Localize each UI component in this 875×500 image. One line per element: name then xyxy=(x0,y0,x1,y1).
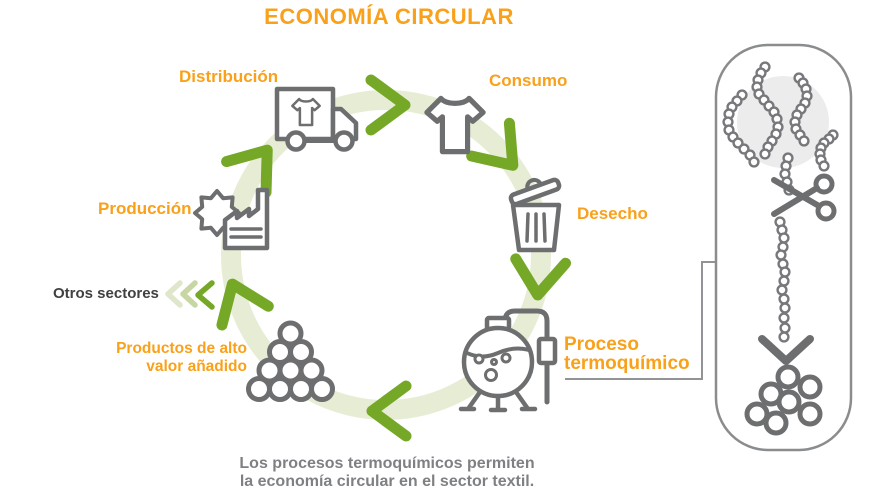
flow-chevron-left xyxy=(216,278,274,331)
branch-chevron-middle xyxy=(180,280,198,308)
stage-label-proceso-termoquimico: Proceso termoquímico xyxy=(564,334,690,374)
flow-chevron-right-upper xyxy=(466,117,519,171)
branch-chevron-outer xyxy=(165,280,183,308)
delivery-truck-icon xyxy=(274,86,359,152)
pellets-icon xyxy=(744,364,823,436)
page-title: ECONOMÍA CIRCULAR xyxy=(264,4,514,29)
flow-chevron-right-lower xyxy=(510,253,572,301)
stage-label-desecho: Desecho xyxy=(577,204,648,223)
reactor-icon xyxy=(458,308,558,413)
branch-chevron-inner xyxy=(195,280,215,310)
branch-label-otros-sectores: Otros sectores xyxy=(53,285,159,302)
stage-label-consumo: Consumo xyxy=(489,71,568,90)
stage-label-produccion: Producción xyxy=(98,199,192,218)
trash-bin-icon xyxy=(508,177,562,253)
monomer-chain-icon xyxy=(774,216,791,343)
stage-label-distribucion: Distribución xyxy=(179,67,279,86)
flow-chevron-top xyxy=(365,74,411,136)
cycle-ring xyxy=(221,90,551,420)
connector-line xyxy=(565,261,715,380)
footer-caption: Los procesos termoquímicos permiten la e… xyxy=(239,455,535,490)
flow-chevron-top-left xyxy=(221,144,273,198)
scissors-icon xyxy=(771,173,837,222)
polymer-chains-icon xyxy=(722,61,839,196)
stage-label-productos-alto-valor: Productos de alto valor añadido xyxy=(116,340,247,375)
product-stack-icon xyxy=(246,320,335,402)
down-arrow-icon xyxy=(758,335,814,365)
process-detail-panel xyxy=(714,43,853,452)
factory-icon xyxy=(193,187,270,251)
flow-chevron-bottom xyxy=(366,380,412,442)
